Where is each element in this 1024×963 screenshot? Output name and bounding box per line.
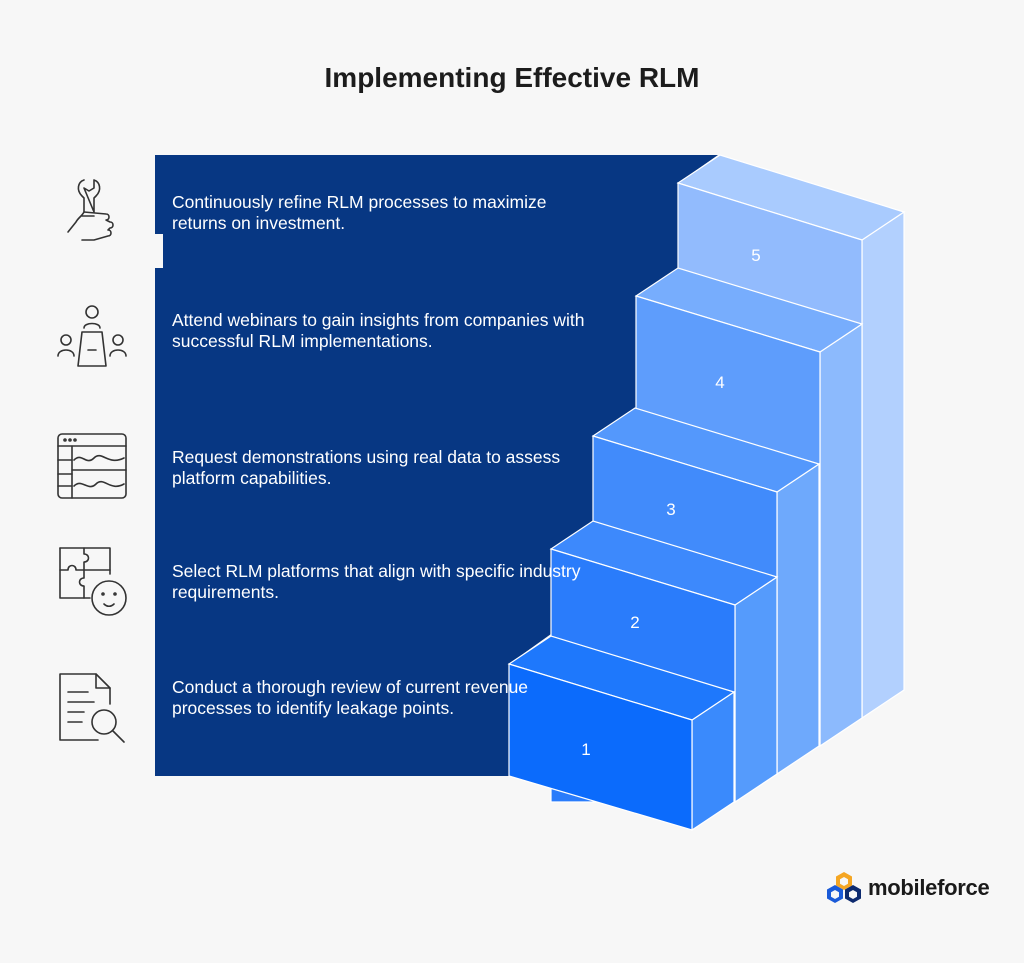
puzzle-person-icon <box>59 547 127 616</box>
mobileforce-logo-icon <box>827 872 861 903</box>
step-1-text: Conduct a thorough review of current rev… <box>172 677 529 718</box>
step-4-number: 4 <box>715 373 724 392</box>
step-2-text: Select RLM platforms that align with spe… <box>172 561 581 602</box>
dashboard-chart-icon <box>57 433 127 499</box>
step-3-text: Request demonstrations using real data t… <box>172 447 561 488</box>
step-2-side <box>734 575 778 804</box>
step-5-side <box>861 210 905 720</box>
step-5-text: Continuously refine RLM processes to max… <box>172 192 547 233</box>
step-2-number: 2 <box>630 613 639 632</box>
brand-logo: mobileforce <box>826 870 990 906</box>
step-4-side <box>819 322 863 748</box>
diagram-title: Implementing Effective RLM <box>324 62 700 93</box>
step-1 <box>507 635 736 832</box>
step-1-front <box>508 663 693 831</box>
step-3-side <box>776 462 820 776</box>
brand-name: mobileforce <box>868 875 990 900</box>
wrench-hand-icon <box>67 179 114 241</box>
background-panel <box>155 155 718 776</box>
step-3-number: 3 <box>666 500 675 519</box>
step-5-number: 5 <box>751 246 760 265</box>
step-1-number: 1 <box>581 740 590 759</box>
meeting-table-icon <box>57 305 127 367</box>
step-4-text: Attend webinars to gain insights from co… <box>172 310 585 351</box>
document-search-icon <box>59 673 125 743</box>
